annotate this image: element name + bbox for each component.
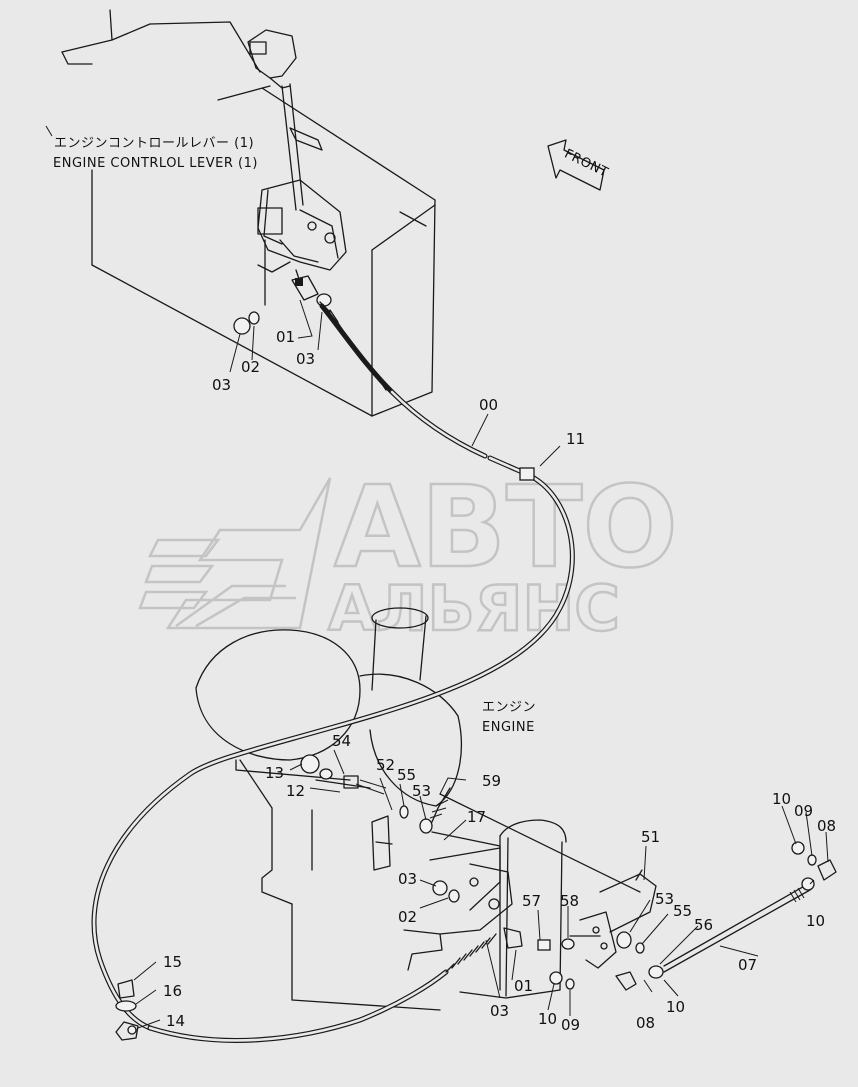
part-label-02-lower: 02 (398, 908, 417, 926)
part-label-51: 51 (641, 828, 660, 846)
part-label-11: 11 (566, 430, 585, 448)
part-label-03-upper-right: 03 (296, 350, 315, 368)
watermark: АВТО АЛЬЯНС (138, 462, 679, 646)
leader-lines (45, 125, 829, 1029)
part-label-10-lower-left: 10 (538, 1010, 557, 1028)
engine-body (195, 607, 567, 1011)
part-label-14: 14 (166, 1012, 185, 1030)
cable-clamp (115, 979, 139, 1041)
part-label-10-right-top: 10 (772, 790, 791, 808)
part-label-08-right: 08 (817, 817, 836, 835)
part-label-52: 52 (376, 756, 395, 774)
part-label-59: 59 (482, 772, 501, 790)
part-label-12: 12 (286, 782, 305, 800)
part-label-01-upper: 01 (276, 328, 295, 346)
part-label-58: 58 (560, 892, 579, 910)
part-label-16: 16 (163, 982, 182, 1000)
engine-caption-jp: エンジン (482, 700, 536, 715)
part-label-53-left: 53 (412, 782, 431, 800)
part-label-10-lower-right: 10 (666, 998, 685, 1016)
front-arrow-icon: FRONT (547, 139, 611, 191)
lever-caption-jp: エンジンコントロールレバー (1) (54, 136, 254, 151)
part-labels: 00 01 01 02 02 03 03 03 03 07 08 08 09 0… (163, 328, 836, 1034)
engine-caption-en: ENGINE (482, 720, 535, 735)
part-label-00: 00 (479, 396, 498, 414)
part-label-53-right: 53 (655, 890, 674, 908)
watermark-line1: АВТО (334, 463, 678, 593)
part-label-08-lower: 08 (636, 1014, 655, 1032)
part-label-10-right-mid: 10 (806, 912, 825, 930)
part-label-03-lower-right: 03 (490, 1002, 509, 1020)
part-label-17: 17 (467, 808, 486, 826)
part-label-13: 13 (265, 764, 284, 782)
part-label-02-upper: 02 (241, 358, 260, 376)
lever-caption-en: ENGINE CONTRLOL LEVER (1) (53, 156, 258, 171)
front-label: FRONT (562, 147, 611, 181)
part-label-55-right: 55 (673, 902, 692, 920)
part-label-57: 57 (522, 892, 541, 910)
upper-cable-fittings (233, 269, 332, 335)
part-label-54: 54 (332, 732, 351, 750)
part-label-07: 07 (738, 956, 757, 974)
engine-control-lever (247, 29, 347, 271)
throttle-linkage (439, 793, 837, 991)
governor-bracket (300, 754, 523, 971)
part-label-09-lower: 09 (561, 1016, 580, 1034)
control-console (61, 9, 436, 417)
control-cable (91, 301, 575, 1043)
part-label-55-left: 55 (397, 766, 416, 784)
watermark-line2: АЛЬЯНС (328, 572, 620, 645)
captions: エンジンコントロールレバー (1) ENGINE CONTRLOL LEVER … (53, 136, 536, 735)
watermark-logo-icon (138, 477, 332, 630)
part-label-03-lower-left: 03 (398, 870, 417, 888)
part-label-01-lower: 01 (514, 977, 533, 995)
part-label-15: 15 (163, 953, 182, 971)
part-label-03-upper-left: 03 (212, 376, 231, 394)
part-label-09-right: 09 (794, 802, 813, 820)
part-label-56: 56 (694, 916, 713, 934)
